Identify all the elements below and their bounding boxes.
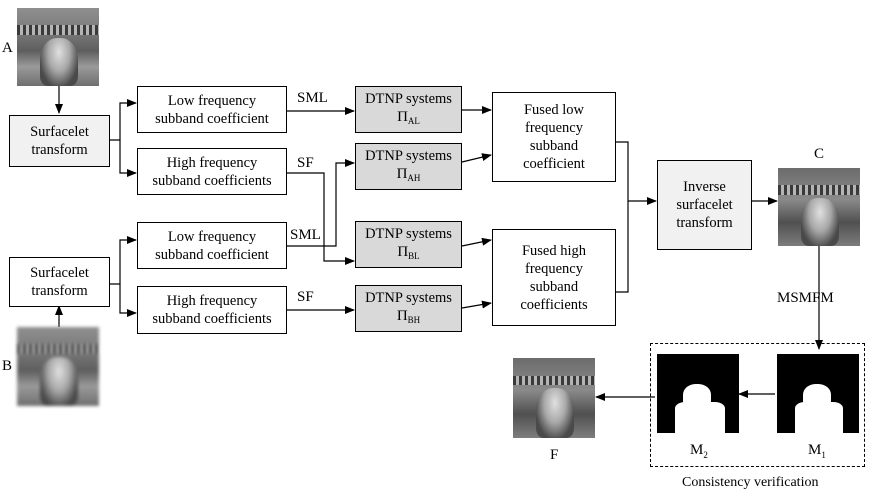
- high-frequency-box-a: High frequency subband coefficients: [137, 148, 287, 195]
- msmfm-label: MSMFM: [777, 290, 834, 306]
- output-c-label: C: [814, 146, 825, 162]
- dtnp-system-al: DTNP systems ΠAL: [355, 86, 462, 133]
- input-image-b: [17, 327, 99, 406]
- surfacelet-transform-b: Surfacelet transform: [9, 257, 110, 307]
- m1-label: M1: [808, 442, 826, 460]
- low-frequency-box-b: Low frequency subband coefficient: [137, 222, 287, 269]
- final-image-f: [513, 358, 595, 438]
- decision-map-m1: [777, 354, 859, 433]
- input-b-label: B: [2, 358, 13, 374]
- m2-label: M2: [690, 442, 708, 460]
- inverse-surfacelet-transform: Inverse surfacelet transform: [657, 160, 752, 250]
- fused-low-frequency-box: Fused low frequency subband coefficient: [492, 92, 616, 182]
- sml-label-top: SML: [297, 90, 328, 106]
- surfacelet-transform-a: Surfacelet transform: [9, 115, 110, 167]
- consistency-verification-label: Consistency verification: [682, 475, 819, 490]
- input-a-label: A: [2, 40, 13, 56]
- sf-label-top: SF: [297, 155, 314, 171]
- high-frequency-box-b: High frequency subband coefficients: [137, 286, 287, 334]
- dtnp-system-bh: DTNP systems ΠBH: [355, 285, 462, 332]
- low-frequency-box-a: Low frequency subband coefficient: [137, 86, 287, 133]
- fused-high-frequency-box: Fused high frequency subband coefficient…: [492, 229, 616, 326]
- dtnp-system-bl: DTNP systems ΠBL: [355, 221, 462, 268]
- sml-label-bottom: SML: [290, 227, 321, 243]
- sf-label-bottom: SF: [297, 289, 314, 305]
- fused-image-c: [778, 168, 860, 246]
- decision-map-m2: [657, 354, 739, 433]
- input-image-a: [17, 8, 99, 86]
- dtnp-system-ah: DTNP systems ΠAH: [355, 143, 462, 190]
- final-f-label: F: [550, 447, 559, 463]
- consistency-verification-region: [650, 343, 865, 467]
